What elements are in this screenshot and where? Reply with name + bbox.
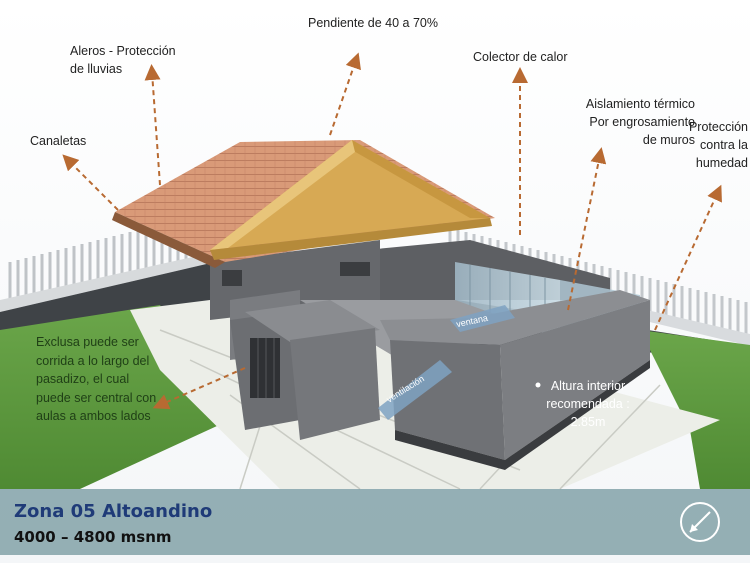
label-humidity-protection: Protección contra la humedad [688, 120, 748, 170]
zone-altitude: 4000 – 4800 msnm [14, 528, 172, 546]
label-gutters: Canaletas [30, 134, 87, 148]
label-heat-collector: Colector de calor [473, 50, 568, 64]
label-roof-slope: Pendiente de 40 a 70% [308, 16, 438, 30]
roof [112, 140, 495, 268]
label-airlock: Exclusa puede ser corrida a lo largo del… [36, 335, 157, 423]
label-interior-height: Altura interior recomendada : 2.85m [546, 379, 630, 429]
label-eaves: Aleros - Protección de lluvias [70, 44, 176, 76]
zone-banner [0, 489, 750, 555]
compass-icon [680, 502, 720, 542]
label-insulation: Aislamiento térmico Por engrosamiento de… [585, 97, 695, 147]
zone-title: Zona 05 Altoandino [14, 501, 213, 522]
